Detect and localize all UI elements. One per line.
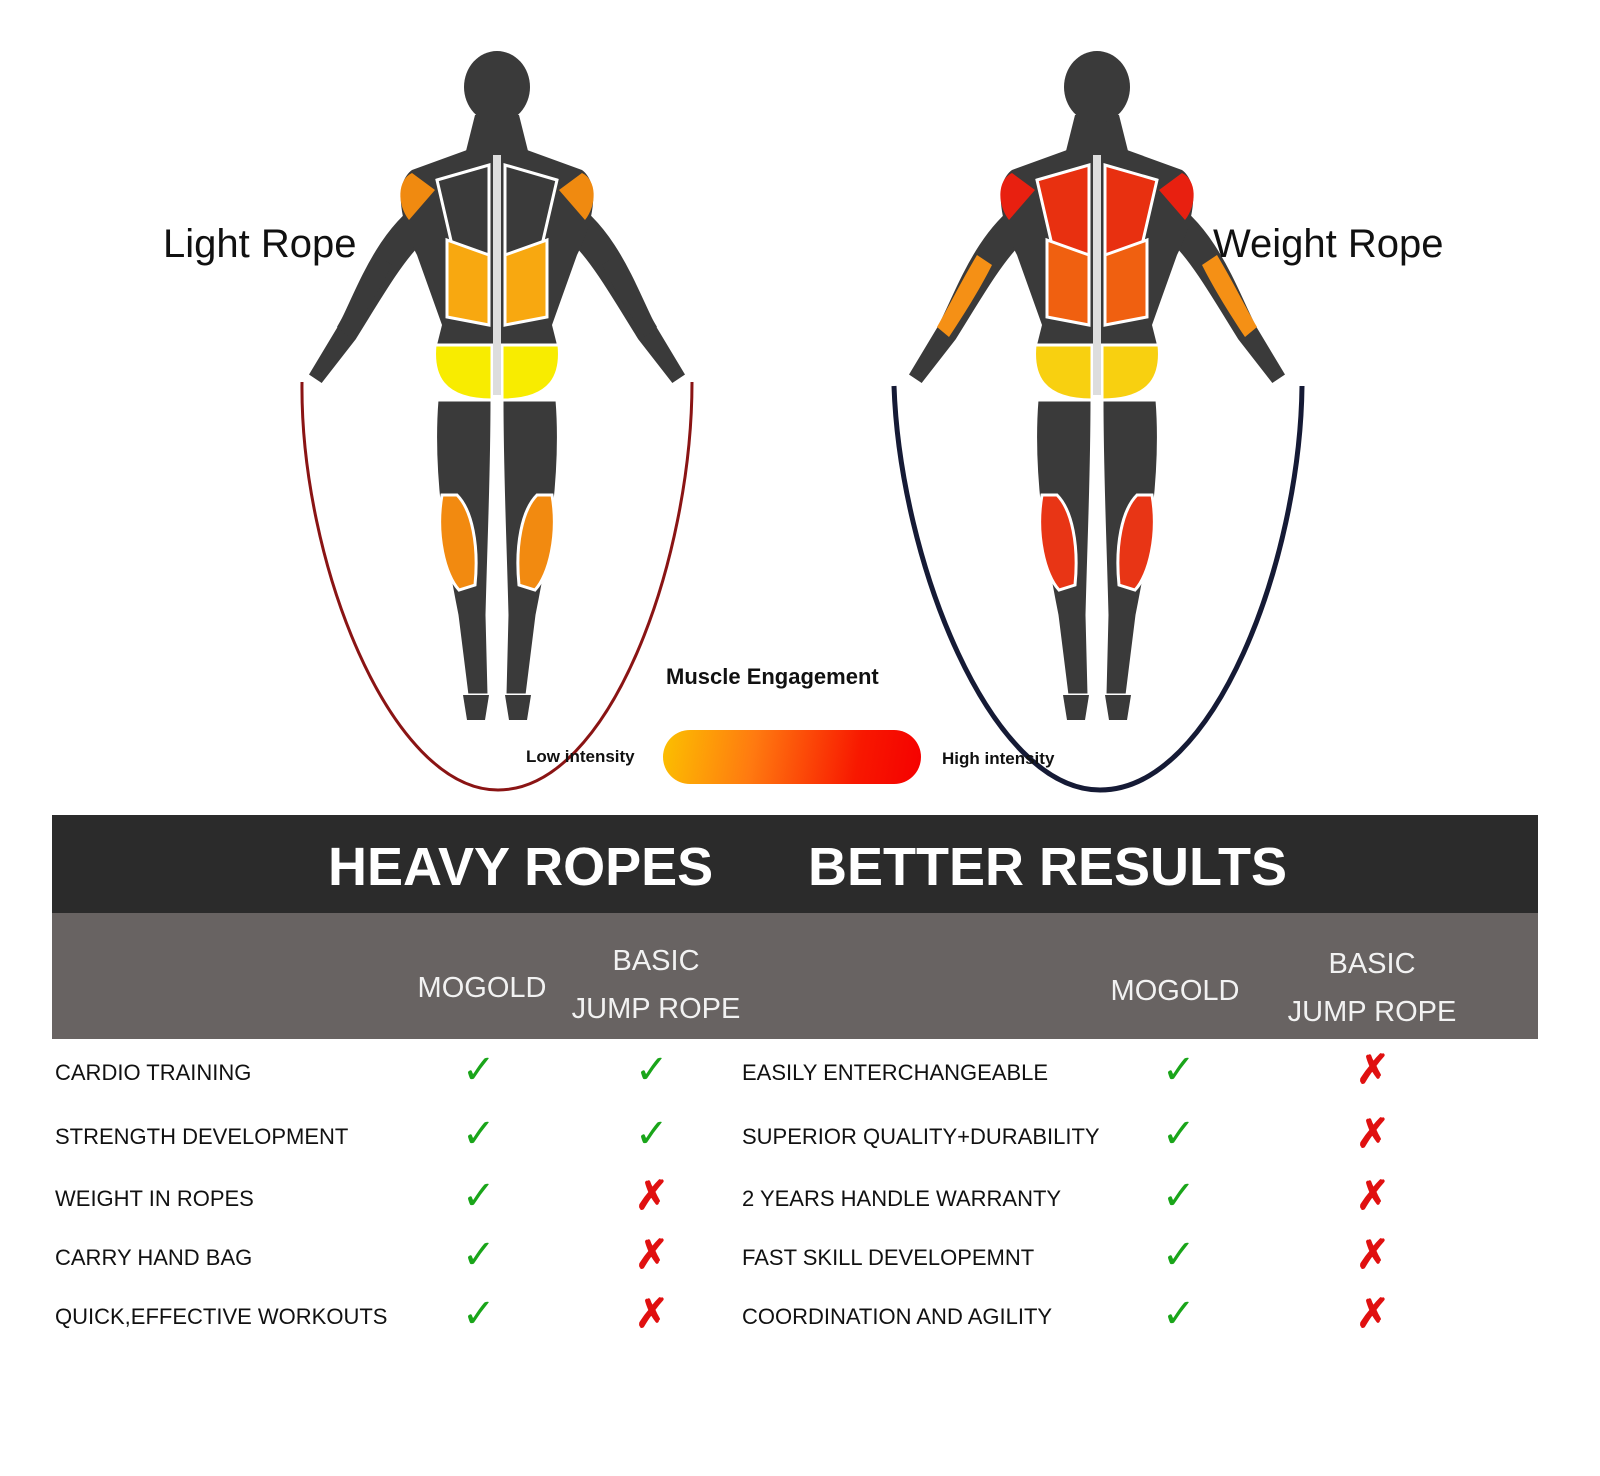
table-header: [52, 913, 1538, 1039]
feature-label: WEIGHT IN ROPES: [55, 1186, 254, 1211]
check-icon-mogold: ✓: [1162, 1233, 1196, 1277]
cross-icon-basic: ✗: [1356, 1112, 1390, 1156]
check-icon-mogold: ✓: [1162, 1292, 1196, 1336]
legend-title: Muscle Engagement: [666, 664, 879, 689]
col-basic-line1: BASIC: [1328, 948, 1416, 980]
light-rope: [300, 381, 694, 792]
feature-label: COORDINATION AND AGILITY: [742, 1304, 1053, 1329]
weight-rope: [891, 385, 1305, 793]
cross-icon-basic: ✗: [635, 1292, 669, 1336]
light-rope-jumper-illustration: [300, 49, 694, 792]
weight-rope-jumper-illustration: [891, 49, 1305, 793]
intensity-gradient-bar: [663, 730, 921, 784]
check-icon-mogold: ✓: [462, 1292, 496, 1336]
cross-icon-basic: ✗: [1356, 1174, 1390, 1218]
col-basic-line2: JUMP ROPE: [571, 993, 741, 1025]
weight-rope-label: Weight Rope: [1213, 222, 1444, 266]
banner: [52, 815, 1538, 913]
check-icon-mogold: ✓: [462, 1112, 496, 1156]
feature-label: QUICK,EFFECTIVE WORKOUTS: [55, 1304, 388, 1329]
check-icon-basic: ✓: [635, 1048, 669, 1092]
feature-label: SUPERIOR QUALITY+DURABILITY: [742, 1124, 1100, 1149]
cross-icon-basic: ✗: [1356, 1233, 1390, 1277]
banner-right-text: BETTER RESULTS: [808, 837, 1288, 897]
check-icon-mogold: ✓: [462, 1048, 496, 1092]
col-basic-left: BASIC JUMP ROPE: [556, 937, 756, 1033]
feature-label: EASILY ENTERCHANGEABLE: [742, 1060, 1049, 1085]
col-basic-line2: JUMP ROPE: [1287, 996, 1457, 1028]
cross-icon-basic: ✗: [1356, 1292, 1390, 1336]
check-icon-mogold: ✓: [1162, 1048, 1196, 1092]
feature-label: FAST SKILL DEVELOPEMNT: [742, 1245, 1035, 1270]
legend-high-label: High intensity: [942, 749, 1055, 768]
cross-icon-basic: ✗: [635, 1233, 669, 1277]
check-icon-mogold: ✓: [462, 1233, 496, 1277]
col-basic-right: BASIC JUMP ROPE: [1272, 940, 1472, 1036]
feature-label: CARRY HAND BAG: [55, 1245, 253, 1270]
cross-icon-basic: ✗: [635, 1174, 669, 1218]
col-mogold-left: MOGOLD: [417, 972, 547, 1004]
light-rope-label: Light Rope: [163, 222, 357, 266]
col-mogold-right: MOGOLD: [1110, 975, 1240, 1007]
feature-label: STRENGTH DEVELOPMENT: [55, 1124, 349, 1149]
check-icon-mogold: ✓: [462, 1174, 496, 1218]
cross-icon-basic: ✗: [1356, 1048, 1390, 1092]
feature-label: 2 YEARS HANDLE WARRANTY: [742, 1186, 1062, 1211]
check-icon-mogold: ✓: [1162, 1174, 1196, 1218]
col-basic-line1: BASIC: [612, 945, 700, 977]
feature-label: CARDIO TRAINING: [55, 1060, 252, 1085]
banner-left-text: HEAVY ROPES: [328, 837, 714, 897]
check-icon-basic: ✓: [635, 1112, 669, 1156]
check-icon-mogold: ✓: [1162, 1112, 1196, 1156]
legend-low-label: Low intensity: [526, 747, 635, 766]
